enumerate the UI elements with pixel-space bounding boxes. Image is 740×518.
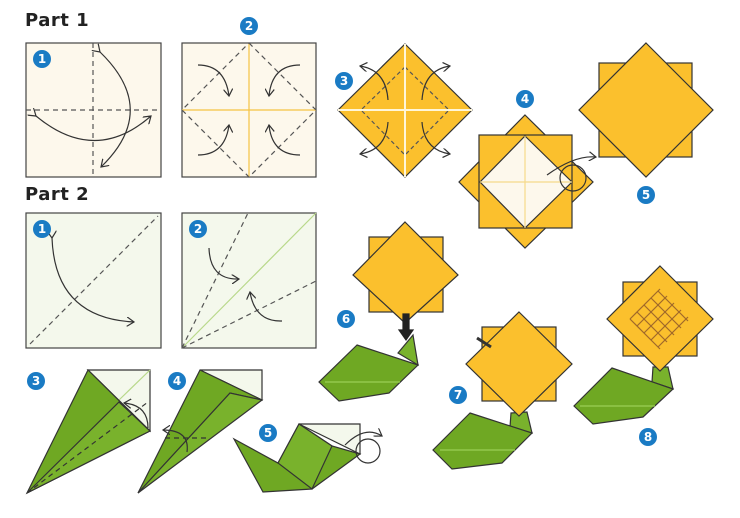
part2-step-badge: 8 [639, 428, 657, 446]
part1-title: Part 1 [25, 10, 90, 31]
part2-step6-assemble [318, 221, 459, 402]
part1-step-badge: 2 [240, 17, 258, 35]
pencil-icon [476, 336, 492, 349]
part1-step5-flower [578, 42, 714, 178]
part1-step-badge: 3 [335, 72, 353, 90]
part1-step3-blintz [337, 43, 473, 178]
push-arrow-icon [397, 313, 415, 342]
part2-step1-square [25, 212, 162, 349]
part2-step4-kite [137, 369, 264, 494]
part1-step-badge: 4 [516, 90, 534, 108]
part1-step2-square [181, 42, 317, 178]
part1-step4-unfold [458, 114, 596, 249]
part2-step-badge: 4 [168, 372, 186, 390]
part2-step-badge: 2 [189, 220, 207, 238]
part2-step-badge: 1 [33, 220, 51, 238]
part1-step1-square [25, 42, 162, 178]
part2-step-badge: 7 [449, 386, 467, 404]
part2-step2-square [181, 212, 317, 349]
part2-step3-kite [25, 368, 152, 495]
part2-step-badge: 5 [259, 424, 277, 442]
part2-step-badge: 3 [27, 372, 45, 390]
seed-pattern [629, 288, 689, 350]
part2-step-badge: 6 [337, 310, 355, 328]
part2-step7-flower [432, 311, 573, 470]
part2-step8-sunflower [573, 265, 714, 425]
part1-step-badge: 5 [637, 186, 655, 204]
part1-step-badge: 1 [33, 50, 51, 68]
part2-step5-leaf [232, 423, 382, 493]
part2-title: Part 2 [25, 184, 90, 205]
